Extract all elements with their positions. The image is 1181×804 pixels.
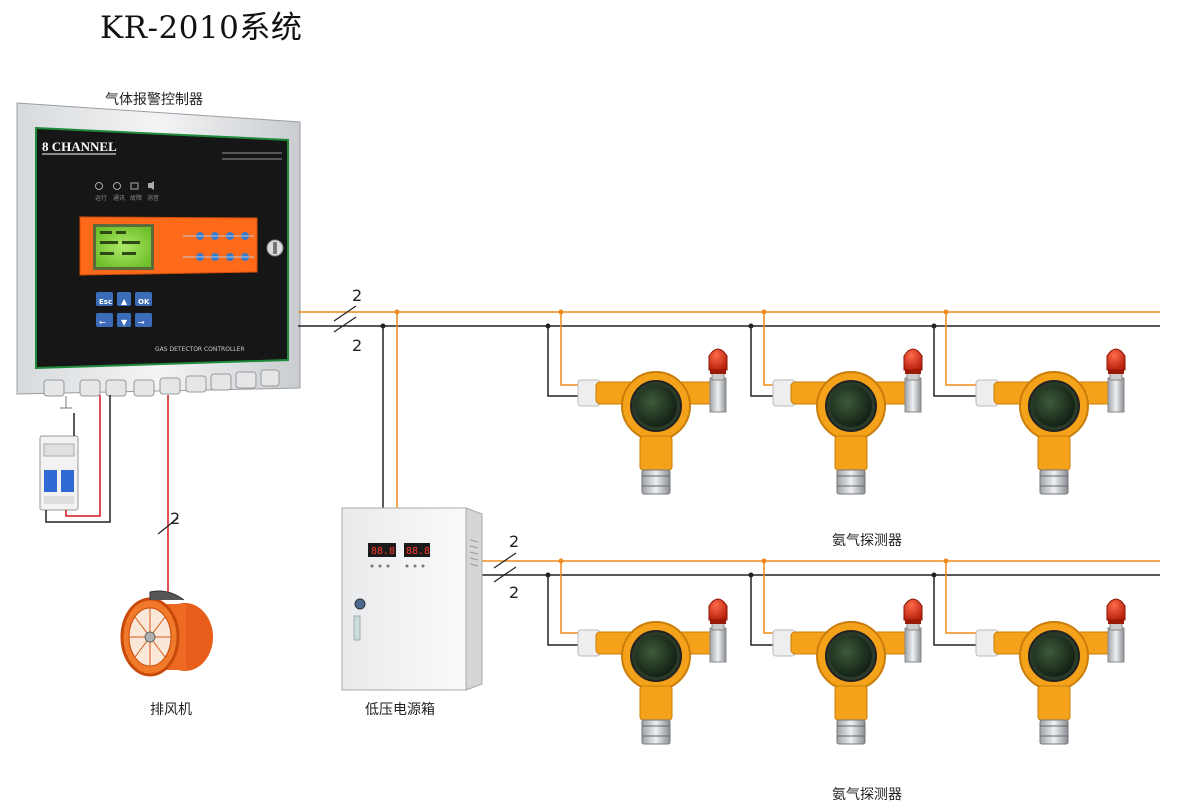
detector-row2-label: 氨气探测器 <box>832 787 902 803</box>
row2-branches <box>545 558 978 646</box>
diagram-title: KR-2010系统 <box>100 10 303 46</box>
svg-text:→: → <box>138 318 145 327</box>
wire-count-fan: 2 <box>170 509 181 528</box>
svg-text:运行: 运行 <box>95 194 107 202</box>
detector-row1-label: 氨气探测器 <box>832 533 902 549</box>
fan-label: 排风机 <box>150 702 192 718</box>
wire-count-controller-top: 2 <box>352 286 363 305</box>
detector-row-1 <box>577 348 1126 495</box>
gas-alarm-controller: 8 CHANNEL 运行 通讯 故障 消音 <box>16 102 301 397</box>
wire-count-power-bottom: 2 <box>509 583 520 602</box>
svg-text:OK: OK <box>138 298 150 306</box>
controller-label: 气体报警控制器 <box>105 92 203 108</box>
svg-text:88.8: 88.8 <box>371 546 395 557</box>
footer-text: GAS DETECTOR CONTROLLER <box>155 346 245 353</box>
svg-text:故障: 故障 <box>130 194 142 202</box>
low-voltage-power-box: 88.8 88.8 <box>341 507 483 691</box>
wire-count-power-top: 2 <box>509 532 520 551</box>
lock-icon <box>354 598 366 610</box>
row1-branches <box>545 309 978 397</box>
power-box-label: 低压电源箱 <box>365 702 435 718</box>
svg-text:←: ← <box>99 318 106 327</box>
svg-text:通讯: 通讯 <box>113 194 125 202</box>
svg-text:消音: 消音 <box>147 194 159 202</box>
detector-row-2 <box>577 598 1126 745</box>
circuit-breaker <box>39 435 79 511</box>
cable-glands <box>43 369 280 397</box>
channel-text: 8 CHANNEL <box>42 139 117 154</box>
svg-text:88.8: 88.8 <box>406 546 430 557</box>
exhaust-fan <box>120 590 213 677</box>
svg-text:▲: ▲ <box>121 297 128 306</box>
svg-text:▼: ▼ <box>121 318 128 327</box>
wire-count-controller-bottom: 2 <box>352 336 363 355</box>
keypad: Esc OK ← → ▲ ▼ <box>96 292 152 327</box>
status-indicators: 运行 通讯 故障 消音 <box>95 181 159 202</box>
svg-text:Esc: Esc <box>99 298 112 306</box>
